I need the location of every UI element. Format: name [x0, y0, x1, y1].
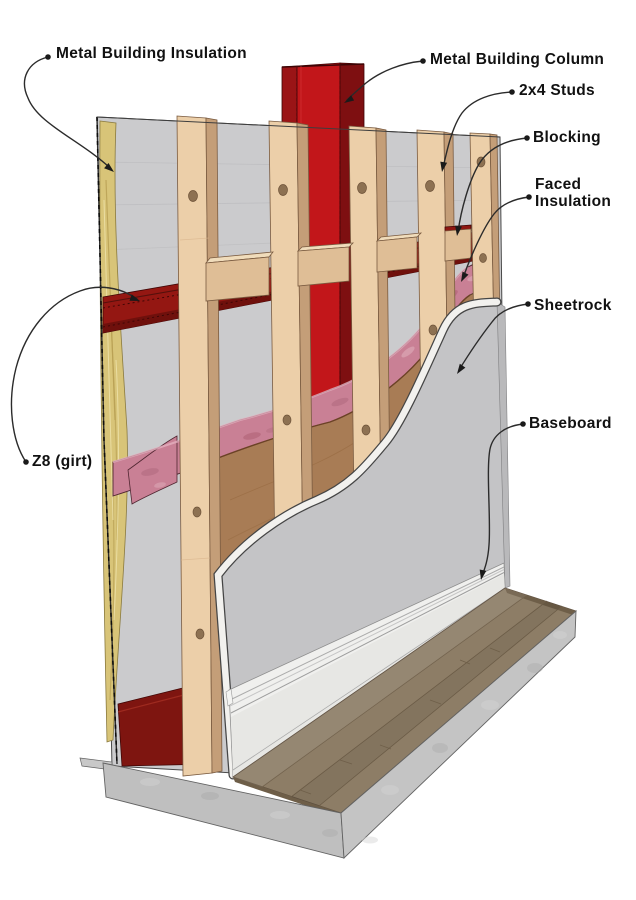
- stud: [176, 115, 223, 777]
- wall-cut-edge: [96, 116, 501, 765]
- leader-blocking: [457, 137, 528, 233]
- blocking-piece: [205, 251, 274, 302]
- leader-z8-girt: [10, 286, 138, 463]
- label-metal-building-insulation: Metal Building Insulation: [56, 45, 247, 62]
- leader-sheetrock: [458, 303, 529, 371]
- label-baseboard: Baseboard: [529, 415, 612, 432]
- sheetrock-cut-edge: [214, 298, 501, 779]
- leader-metal-building-column: [346, 60, 424, 101]
- label-studs: 2x4 Studs: [519, 82, 595, 99]
- leader-dots: [23, 54, 532, 465]
- blocking-piece: [375, 232, 423, 273]
- stud: [348, 125, 391, 503]
- leader-metal-building-insulation: [23, 56, 111, 169]
- leader-baseboard: [481, 423, 524, 577]
- concrete-slab: [79, 609, 577, 859]
- leader-studs: [442, 91, 513, 169]
- label-faced-insulation: Faced Insulation: [535, 176, 612, 211]
- leader-faced-insulation: [462, 196, 530, 279]
- leader-lines: [10, 56, 530, 577]
- stud: [268, 120, 314, 563]
- blocking-piece: [296, 242, 355, 287]
- sheetrock-panel: [213, 297, 511, 780]
- label-sheetrock: Sheetrock: [534, 297, 612, 314]
- label-metal-building-column: Metal Building Column: [430, 51, 605, 68]
- baseboard-shape: [225, 562, 506, 778]
- label-z8-girt: Z8 (girt): [32, 453, 93, 470]
- label-blocking: Blocking: [533, 129, 601, 146]
- slab-speckle: [140, 631, 567, 844]
- leader-arrowheads: [104, 95, 487, 580]
